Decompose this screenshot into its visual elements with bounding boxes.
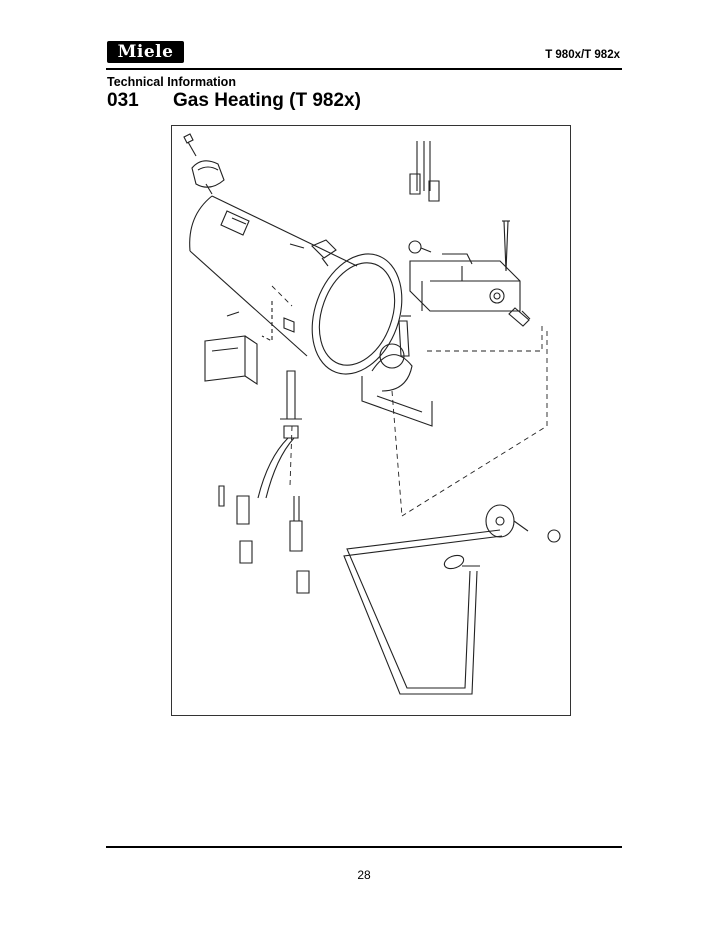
page-number: 28 — [357, 868, 371, 882]
miele-logo: Miele — [107, 41, 184, 63]
heading-number: 031 — [107, 90, 139, 111]
burner-tube-drawing — [189, 195, 403, 375]
flame-sensor-drawing — [191, 160, 225, 195]
thermocouple-pipe-drawing — [343, 504, 561, 695]
heading-title: Gas Heating (T 982x) — [173, 90, 361, 111]
igniter-rod-drawing — [257, 370, 302, 499]
page-heading: 031 Gas Heating (T 982x) — [107, 90, 361, 112]
top-screw-drawing — [183, 133, 197, 157]
leader-lines — [271, 285, 548, 517]
ignition-module-drawing — [289, 239, 337, 267]
long-bolt-drawing — [502, 220, 510, 272]
model-label: T 980x/T 982x — [545, 49, 620, 61]
mounting-bracket-drawing — [361, 315, 433, 427]
small-pin-drawing — [218, 485, 225, 507]
wiring-harness-drawing — [409, 141, 440, 202]
section-label: Technical Information — [107, 75, 236, 89]
header-rule — [106, 68, 622, 70]
exploded-parts-diagram — [171, 125, 571, 716]
relay-box-drawing — [204, 311, 258, 386]
footer-rule — [106, 846, 622, 848]
connector-b-drawing — [289, 496, 310, 594]
pipe-union-drawing — [508, 307, 531, 327]
gas-valve-drawing — [409, 253, 521, 312]
connector-a-drawing — [236, 495, 253, 564]
valve-fitting-drawing — [408, 240, 432, 254]
